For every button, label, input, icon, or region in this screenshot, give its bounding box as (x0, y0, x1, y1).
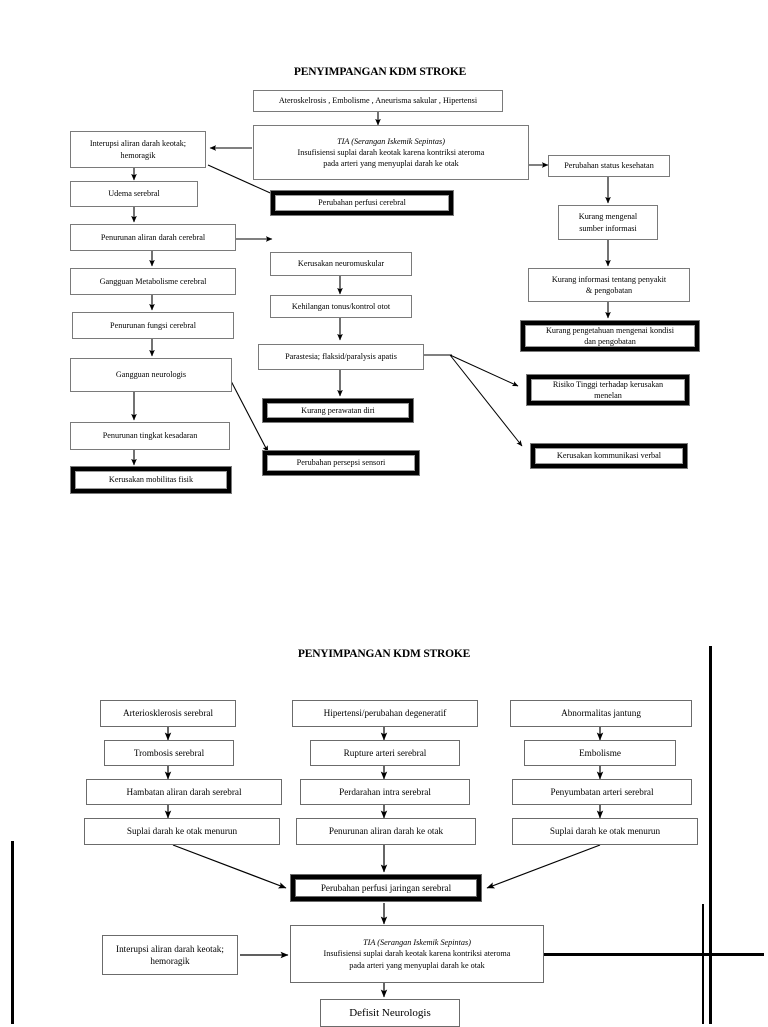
arrow-parastesia-to-komunikasi (449, 354, 523, 447)
arrow-suplai-kiri-to-perfusi (172, 844, 287, 889)
node-gangguan-metabolisme-cerebral: Gangguan Metabolisme cerebral (70, 268, 236, 295)
node-tia: TIA (Serangan Iskemik Sepintas) Insufisi… (253, 125, 529, 180)
diagram1-title: PENYIMPANGAN KDM STROKE (293, 66, 467, 78)
node-penurunan-aliran-darah-cerebral: Penurunan aliran darah cerebral (70, 224, 236, 251)
node-hipertensi-degeneratif: Hipertensi/perubahan degeneratif (292, 700, 478, 727)
node-penurunan-tingkat-kesadaran: Penurunan tingkat kesadaran (70, 422, 230, 450)
node-perubahan-persepsi-sensori: Perubahan persepsi sensori (262, 450, 420, 476)
node-gangguan-neurologis: Gangguan neurologis (70, 358, 232, 392)
arrow-suplai-kanan-to-perfusi (486, 844, 601, 889)
diagram2-title: PENYIMPANGAN KDM STROKE (297, 648, 471, 660)
node-penyumbatan-arteri-serebral: Penyumbatan arteri serebral (512, 779, 692, 805)
page-edge-rule-right (709, 646, 712, 1024)
node-hambatan-aliran-darah: Hambatan aliran darah serebral (86, 779, 282, 805)
node-interupsi-aliran-darah: Interupsi aliran darah keotak; hemoragik (70, 131, 206, 168)
node-perdarahan-intra-serebral: Perdarahan intra serebral (300, 779, 470, 805)
node-trombosis-serebral: Trombosis serebral (104, 740, 234, 766)
node-kurang-pengetahuan-kondisi: Kurang pengetahuan mengenai kondisi dan … (520, 320, 700, 352)
node-perubahan-perfusi-cerebral: Perubahan perfusi cerebral (270, 190, 454, 216)
parastesia-fanout (424, 354, 523, 447)
node-kurang-perawatan-diri: Kurang perawatan diri (262, 398, 414, 423)
node-arteriosklerosis-serebral: Arteriosklerosis serebral (100, 700, 236, 727)
node-penurunan-fungsi-cerebral: Penurunan fungsi cerebral (72, 312, 234, 339)
node-etiologi: Ateroskelrosis , Embolisme , Aneurisma s… (253, 90, 503, 112)
node-udema-serebral: Udema serebral (70, 181, 198, 207)
page-edge-rule-right-inner (702, 904, 704, 1024)
node-kehilangan-tonus-kontrol-otot: Kehilangan tonus/kontrol otot (270, 295, 412, 318)
page-edge-rule-horizontal (544, 953, 764, 956)
node-embolisme: Embolisme (524, 740, 676, 766)
node-tia-2: TIA (Serangan Iskemik Sepintas) Insufisi… (290, 925, 544, 983)
node-defisit-neurologis: Defisit Neurologis (320, 999, 460, 1027)
node-kerusakan-mobilitas-fisik: Kerusakan mobilitas fisik (70, 466, 232, 494)
node-kurang-informasi-penyakit: Kurang informasi tentang penyakit & peng… (528, 268, 690, 302)
node-parastesia: Parastesia; flaksid/paralysis apatis (258, 344, 424, 370)
node-perubahan-perfusi-jaringan-serebral: Perubahan perfusi jaringan serebral (290, 874, 482, 902)
node-kerusakan-neuromuskular: Kerusakan neuromuskular (270, 252, 412, 276)
node-rupture-arteri-serebral: Rupture arteri serebral (310, 740, 460, 766)
node-abnormalitas-jantung: Abnormalitas jantung (510, 700, 692, 727)
node-suplai-darah-kiri: Suplai darah ke otak menurun (84, 818, 280, 845)
arrow-parastesia-to-risiko (449, 354, 519, 387)
node-penurunan-aliran-darah-otak: Penurunan aliran darah ke otak (296, 818, 476, 845)
node-perubahan-status-kesehatan: Perubahan status kesehatan (548, 155, 670, 177)
node-risiko-tinggi-kerusakan-menelan: Risiko Tinggi terhadap kerusakan menelan (526, 374, 690, 406)
page-edge-rule-left (11, 841, 14, 1024)
node-interupsi-aliran-darah-2: Interupsi aliran darah keotak; hemoragik (102, 935, 238, 975)
node-kerusakan-komunikasi-verbal: Kerusakan kommunikasi verbal (530, 443, 688, 469)
node-suplai-darah-kanan: Suplai darah ke otak menurun (512, 818, 698, 845)
node-kurang-mengenal-sumber-informasi: Kurang mengenal sumber informasi (558, 205, 658, 240)
